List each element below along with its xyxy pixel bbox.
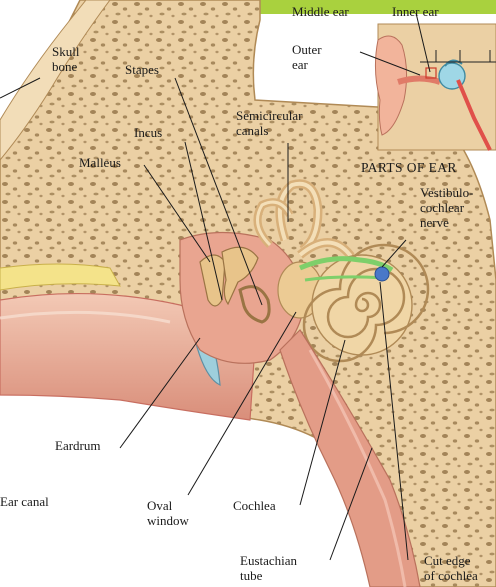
- label-vestibulocochlear-nerve: Vestibulo- cochlear nerve: [420, 185, 473, 230]
- label-inner-ear: Inner ear: [392, 4, 439, 19]
- label-cut-edge-line2: of cochlea: [424, 568, 478, 583]
- label-eustachian-line1: Eustachian: [240, 553, 297, 568]
- label-skull-bone: Skull bone: [52, 44, 79, 74]
- label-cochlea: Cochlea: [233, 498, 276, 513]
- label-oval-window: Oval window: [147, 498, 189, 528]
- label-incus: Incus: [134, 125, 162, 140]
- label-semicircular-canals: Semicircular canals: [236, 108, 302, 138]
- cochlea-spiral: [312, 255, 412, 355]
- label-middle-ear: Middle ear: [292, 4, 349, 19]
- label-skull-bone-line2: bone: [52, 59, 79, 74]
- parts-of-ear-inset: [375, 24, 496, 150]
- label-outer-ear-line2: ear: [292, 57, 322, 72]
- label-eustachian-line2: tube: [240, 568, 297, 583]
- label-nerve-line1: Vestibulo-: [420, 185, 473, 200]
- label-cut-edge-line1: Cut edge: [424, 553, 478, 568]
- label-outer-ear: Outer ear: [292, 42, 322, 72]
- label-nerve-line2: cochlear: [420, 200, 473, 215]
- inset-title: PARTS OF EAR: [361, 160, 457, 176]
- label-eardrum: Eardrum: [55, 438, 100, 453]
- label-nerve-line3: nerve: [420, 215, 473, 230]
- label-oval-window-line2: window: [147, 513, 189, 528]
- label-outer-ear-line1: Outer: [292, 42, 322, 57]
- cut-edge-cochlea-marker: [375, 267, 389, 281]
- label-stapes: Stapes: [125, 62, 159, 77]
- label-cut-edge-of-cochlea: Cut edge of cochlea: [424, 553, 478, 583]
- label-ear-canal: Ear canal: [0, 494, 49, 509]
- label-semicircular-line1: Semicircular: [236, 108, 302, 123]
- label-eustachian-tube: Eustachian tube: [240, 553, 297, 583]
- label-skull-bone-line1: Skull: [52, 44, 79, 59]
- label-oval-window-line1: Oval: [147, 498, 189, 513]
- label-malleus: Malleus: [79, 155, 121, 170]
- label-semicircular-line2: canals: [236, 123, 302, 138]
